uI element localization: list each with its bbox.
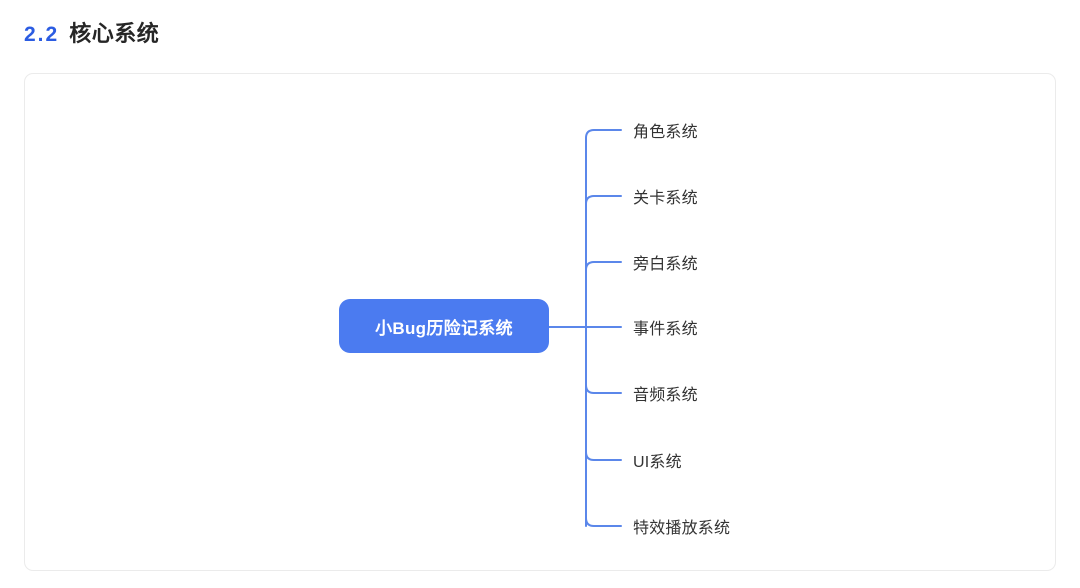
mindmap-root-node-label: 小Bug历险记系统 (375, 318, 513, 338)
mindmap-canvas: 小Bug历险记系统 角色系统 关卡系统 旁白系统 事件系统 音频系统 UI系统 … (25, 74, 1057, 572)
connector-branch-6 (585, 451, 622, 461)
mindmap-root-node[interactable]: 小Bug历险记系统 (339, 299, 549, 353)
mindmap-branch-role-system[interactable]: 角色系统 (633, 124, 698, 141)
mindmap-branch-level-system[interactable]: 关卡系统 (633, 190, 698, 207)
mindmap-branch-audio-system[interactable]: 音频系统 (633, 387, 698, 404)
mindmap-branch-vfx-system[interactable]: 特效播放系统 (633, 520, 731, 537)
connector-branch-2 (585, 195, 622, 205)
connector-branch-1 (585, 129, 622, 147)
section-title: 核心系统 (69, 21, 160, 46)
connector-branch-7 (585, 517, 622, 527)
page-title: 2.2 核心系统 (24, 16, 159, 48)
mindmap-card: 小Bug历险记系统 角色系统 关卡系统 旁白系统 事件系统 音频系统 UI系统 … (24, 73, 1056, 571)
mindmap-branch-ui-system[interactable]: UI系统 (633, 454, 682, 471)
section-number: 2.2 (24, 23, 60, 46)
mindmap-branch-narration-system[interactable]: 旁白系统 (633, 256, 698, 273)
mindmap-connectors (548, 129, 622, 527)
connector-branch-5 (585, 384, 622, 394)
connector-branch-3 (585, 261, 622, 271)
mindmap-branch-event-system[interactable]: 事件系统 (633, 321, 698, 338)
